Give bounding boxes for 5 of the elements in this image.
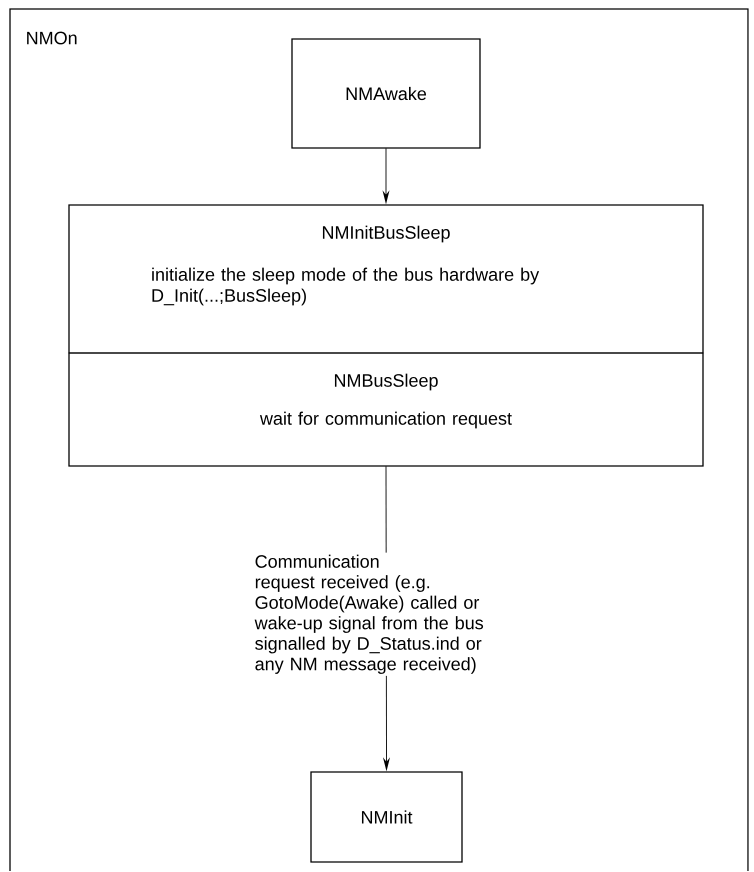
edge-label: Communication request received (e.g. GotoMode(Awake) called or wake-up signal from the bus signalled by D_Status.ind or any NM message received) xyxy=(252,552,507,676)
state-box: NMInit xyxy=(310,771,463,863)
state-box: NMAwake xyxy=(291,38,481,149)
state-box: NMBusSleep wait for communication request xyxy=(68,352,704,467)
state-box: NMInitBusSleep initialize the sleep mode of the bus hardware by D_Init(...;BusSleep) xyxy=(68,204,704,354)
